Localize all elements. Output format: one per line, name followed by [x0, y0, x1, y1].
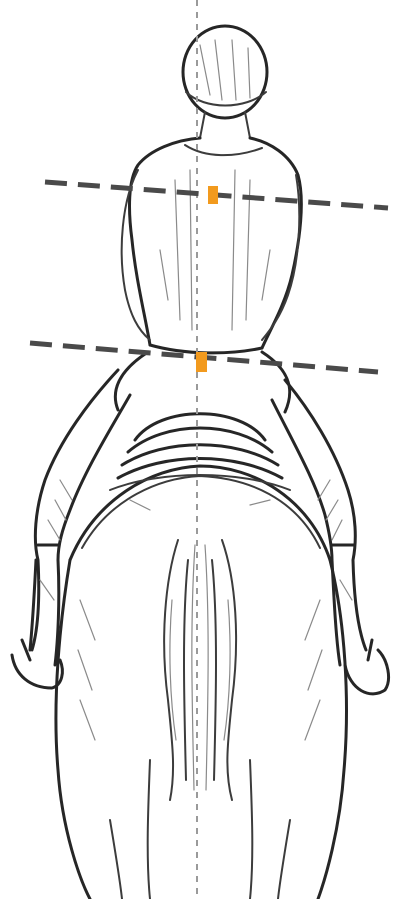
rider-neck: [200, 112, 250, 138]
seat-marker: [196, 352, 207, 372]
horse-hind-legs: [110, 760, 290, 899]
horse-figure: [56, 466, 347, 899]
horse-tail: [164, 540, 236, 800]
horse-tail-strands: [170, 545, 230, 790]
rider-belt: [150, 345, 262, 353]
saddle-pad-edge: [110, 475, 290, 490]
rider-helmet: [183, 26, 267, 118]
alignment-annotations: [30, 0, 388, 899]
saddle: [110, 414, 290, 490]
rider-left-leg: [32, 370, 130, 650]
rider-right-leg: [272, 380, 366, 650]
upper-back-marker: [208, 186, 218, 204]
rider-torso: [130, 138, 302, 348]
helmet-shading: [200, 40, 250, 100]
horse-rump-outline: [56, 560, 347, 899]
horse-shading: [78, 500, 322, 740]
saddle-layers: [118, 428, 282, 478]
